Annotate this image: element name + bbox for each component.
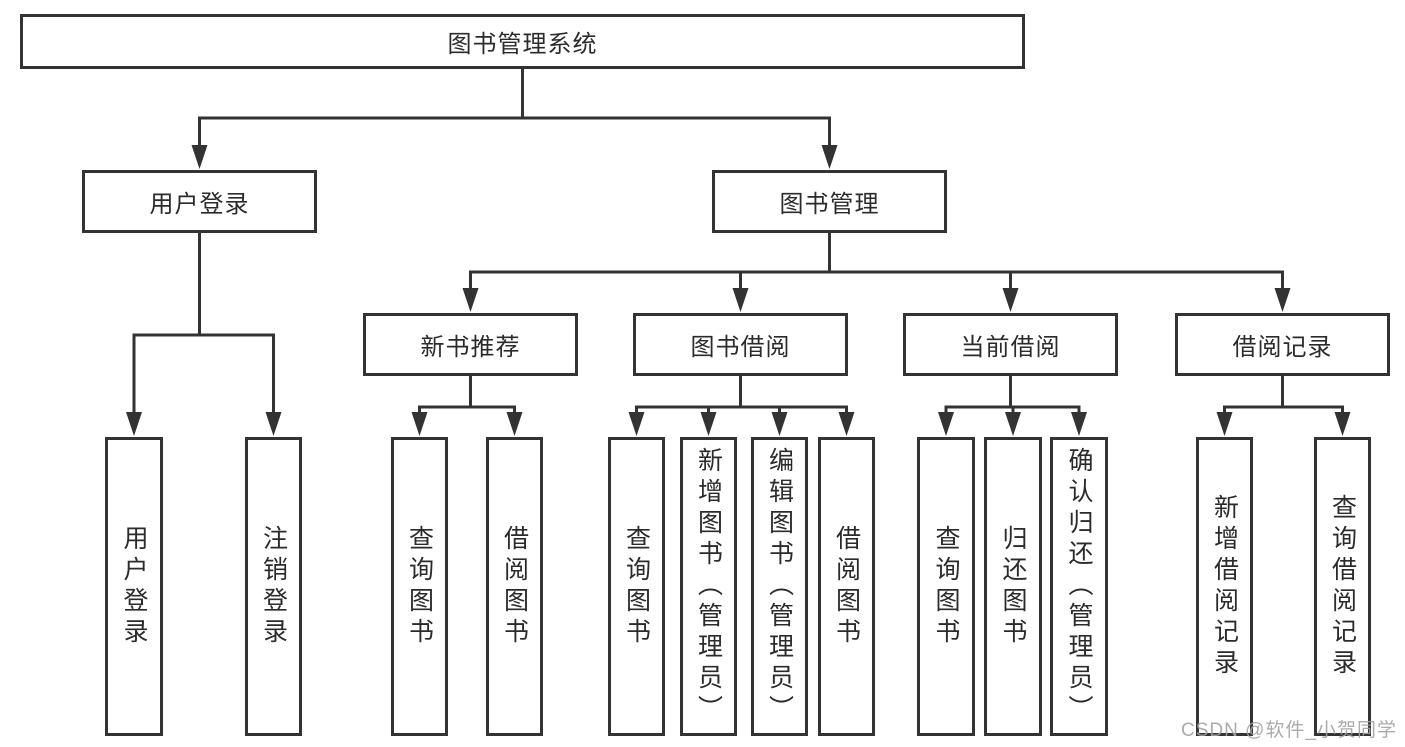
node-bb-add-label: 新增图书（管理员） [694,447,723,726]
node-book-mgmt-label: 图书管理 [779,191,880,218]
node-logout-label: 注销登录 [259,524,288,649]
node-cb-confirm: 确认归还（管理员） [1050,437,1108,736]
node-book-borrow-label: 图书借阅 [690,334,791,361]
node-rec-query-label: 查询图书 [405,524,434,649]
node-new-book-rec-label: 新书推荐 [420,334,521,361]
node-bb-query: 查询图书 [608,437,665,736]
node-new-book-rec: 新书推荐 [363,313,578,376]
node-root: 图书管理系统 [20,14,1025,69]
node-rec-borrow-label: 借阅图书 [500,524,529,649]
node-rec-borrow: 借阅图书 [486,437,543,736]
node-login-label: 用户登录 [120,524,148,649]
node-user-login-label: 用户登录 [149,191,250,218]
node-user-login: 用户登录 [82,170,317,233]
node-borrow-records: 借阅记录 [1175,313,1390,376]
node-br-query-label: 查询借阅记录 [1328,493,1357,680]
node-current-borrow-label: 当前借阅 [960,334,1061,361]
node-rec-query: 查询图书 [391,437,448,736]
node-bb-edit-label: 编辑图书（管理员） [765,447,794,726]
node-borrow-records-label: 借阅记录 [1232,334,1333,361]
node-br-add: 新增借阅记录 [1196,437,1253,736]
node-cb-confirm-label: 确认归还（管理员） [1065,447,1093,726]
node-bb-borrow: 借阅图书 [818,437,875,736]
node-bb-add: 新增图书（管理员） [680,437,737,736]
node-book-borrow: 图书借阅 [633,313,848,376]
node-br-add-label: 新增借阅记录 [1210,493,1239,680]
node-bb-query-label: 查询图书 [622,524,651,649]
node-cb-return: 归还图书 [984,437,1042,736]
csdn-watermark: CSDN @软件_小贺同学 [1181,720,1397,741]
node-cb-query: 查询图书 [917,437,975,736]
node-bb-borrow-label: 借阅图书 [832,524,861,649]
node-cb-return-label: 归还图书 [999,524,1027,649]
node-current-borrow: 当前借阅 [903,313,1118,376]
node-login: 用户登录 [105,437,163,736]
node-br-query: 查询借阅记录 [1314,437,1371,736]
node-logout: 注销登录 [245,437,302,736]
node-cb-query-label: 查询图书 [932,524,960,649]
node-book-mgmt: 图书管理 [712,170,947,233]
node-bb-edit: 编辑图书（管理员） [751,437,808,736]
node-root-label: 图书管理系统 [447,31,598,58]
